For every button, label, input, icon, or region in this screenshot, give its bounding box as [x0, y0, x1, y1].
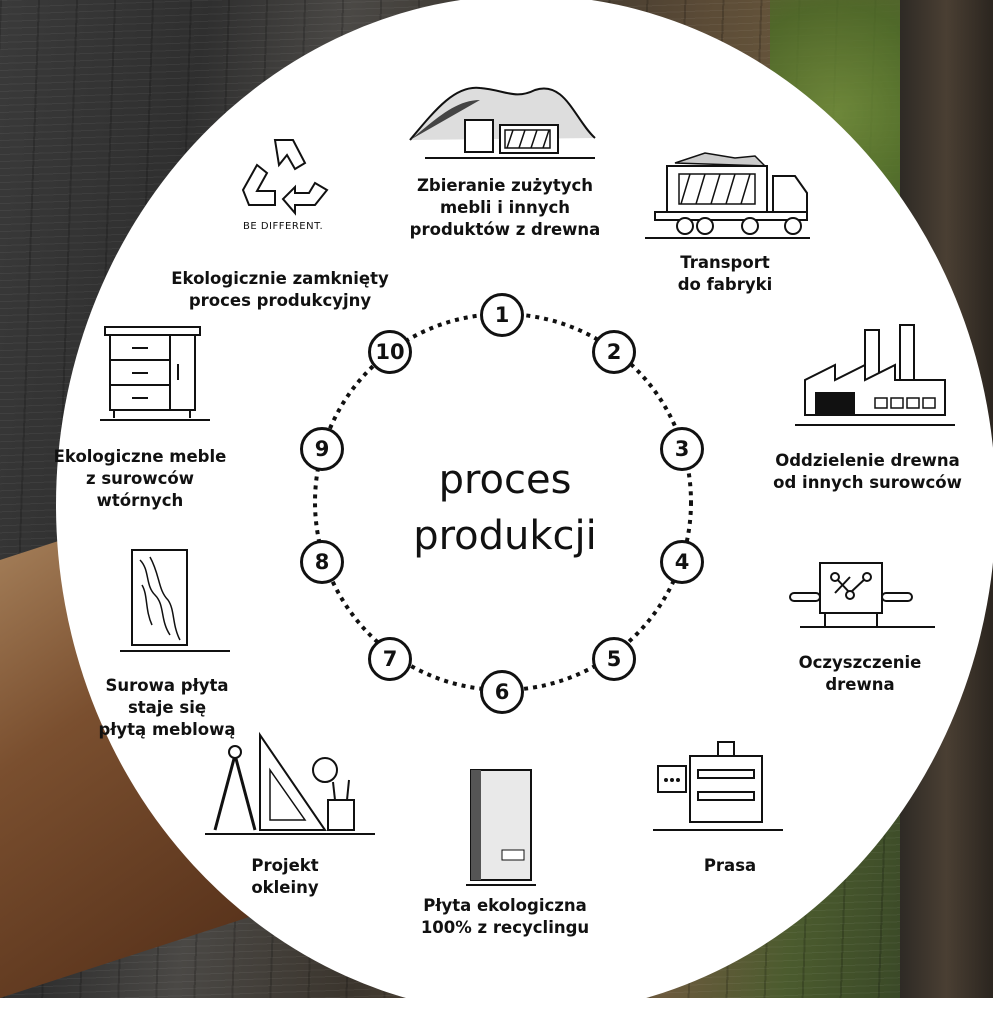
step-node-10: 10 — [368, 330, 412, 374]
step-label-2: Transport do fabryki — [677, 253, 773, 294]
raw-board-icon — [120, 549, 230, 652]
board-icon — [466, 769, 536, 886]
step-node-8: 8 — [300, 540, 344, 584]
step-label-5: Prasa — [703, 856, 757, 875]
step-node-9: 9 — [300, 427, 344, 471]
step-label-9: Ekologiczne meble z surowców wtórnych — [53, 447, 227, 510]
cleaning-machine-icon — [789, 562, 935, 628]
step-node-3: 3 — [660, 427, 704, 471]
step-label-3: Oddzielenie drewna od innych surowców — [773, 451, 962, 492]
drafting-tools-icon — [205, 731, 375, 835]
dresser-icon — [100, 326, 210, 421]
factory-icon — [795, 324, 955, 426]
step-label-10: Ekologicznie zamknięty proces produkcyjn… — [171, 269, 389, 310]
step-node-6: 6 — [480, 670, 524, 714]
center-title: proces produkcji — [380, 452, 630, 564]
center-title-line1: proces — [438, 457, 572, 503]
step-node-4: 4 — [660, 540, 704, 584]
recycle-icon — [241, 139, 329, 216]
step-label-6: Płyta ekologiczna 100% z recyclingu — [420, 896, 590, 937]
step-node-2: 2 — [592, 330, 636, 374]
step-label-8: Surowa płyta staje się płytą meblową — [98, 676, 236, 739]
truck-icon — [645, 152, 810, 239]
step-label-4: Oczyszczenie drewna — [798, 653, 922, 694]
step-label-7: Projekt okleiny — [251, 856, 319, 897]
step-label-1: Zbieranie zużytych mebli i innych produk… — [409, 176, 601, 239]
step-node-5: 5 — [592, 637, 636, 681]
press-icon — [653, 741, 783, 831]
step-node-1: 1 — [480, 293, 524, 337]
step-node-7: 7 — [368, 637, 412, 681]
recycle-caption: BE DIFFERENT. — [243, 221, 324, 232]
center-title-line2: produkcji — [413, 513, 597, 559]
collection-pile-icon — [409, 86, 596, 159]
